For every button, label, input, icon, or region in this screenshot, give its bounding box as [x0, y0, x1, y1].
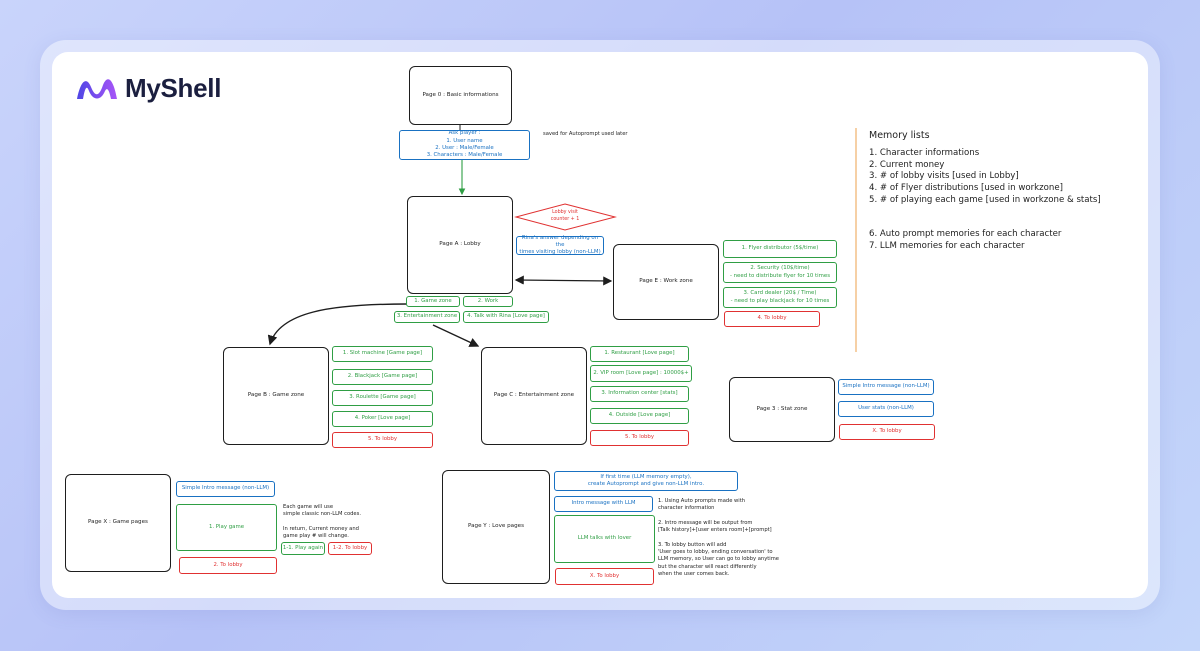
work-to-lobby[interactable]: 4. To lobby [724, 311, 820, 327]
arrow-to-game-zone [267, 303, 408, 346]
lobby-button-work[interactable]: 2. Work [463, 296, 513, 307]
ent-to-lobby[interactable]: 5. To lobby [590, 430, 689, 446]
work-item-card-dealer[interactable]: 3. Card dealer (20$ / Time) - need to pl… [723, 287, 837, 308]
gp-play-game[interactable]: 1. Play game [176, 504, 277, 551]
lobby-button-talk-rina[interactable]: 4. Talk with Rina [Love page] [463, 311, 549, 323]
game-item-poker[interactable]: 4. Poker [Love page] [332, 411, 433, 427]
stat-user-stats: User stats (non-LLM) [838, 401, 934, 417]
brand-name: MyShell [125, 72, 222, 103]
lp-intro-message: Intro message with LLM [554, 496, 653, 512]
ent-item-information-center[interactable]: 3. Information center [stats] [590, 386, 689, 402]
arrow-lobby-work [514, 275, 613, 286]
lp-to-lobby[interactable]: X. To lobby [555, 568, 654, 585]
lobby-button-game-zone[interactable]: 1. Game zone [406, 296, 460, 307]
work-item-flyer[interactable]: 1. Flyer distributor (5$/time) [723, 240, 837, 258]
ent-item-outside[interactable]: 4. Outside [Love page] [590, 408, 689, 424]
game-to-lobby[interactable]: 5. To lobby [332, 432, 433, 448]
page-work-zone: Page E : Work zone [613, 244, 719, 320]
game-item-blackjack[interactable]: 2. Blackjack [Game page] [332, 369, 433, 385]
memory-list: 1. Character informations 2. Current mon… [869, 148, 1101, 253]
brand-logo: MyShell [75, 72, 221, 104]
game-item-roulette[interactable]: 3. Roulette [Game page] [332, 390, 433, 406]
page-love-pages: Page Y : Love pages [442, 470, 550, 584]
page-lobby: Page A : Lobby [407, 196, 513, 294]
page-entertainment-zone: Page C : Entertainment zone [481, 347, 587, 445]
ent-item-restaurant[interactable]: 1. Restaurant [Love page] [590, 346, 689, 362]
lobby-counter-diamond [514, 203, 617, 231]
gp-small-to-lobby[interactable]: 1-2. To lobby [328, 542, 372, 555]
lp-llm-talks[interactable]: LLM talks with lover [554, 515, 655, 563]
myshell-wave-logo-icon [77, 79, 117, 99]
arrow-to-entertainment [432, 324, 480, 347]
lobby-button-entertainment[interactable]: 3. Entertainment zone [394, 311, 460, 323]
page-stat-zone: Page 3 : Stat zone [729, 377, 835, 442]
gp-note: Each game will use simple classic non-LL… [283, 504, 361, 540]
page-game-pages: Page X : Game pages [65, 474, 171, 572]
lp-first-time: If first time (LLM memory empty), create… [554, 471, 738, 491]
memory-item: 7. LLM memories for each character [869, 241, 1025, 252]
ask-player-box: Ask player : 1. User name 2. User : Male… [399, 130, 530, 160]
ent-item-vip-room[interactable]: 2. VIP room [Love page] : 10000$+ [590, 365, 692, 382]
memory-item: 4. # of Flyer distributions [used in wor… [869, 183, 1063, 194]
memory-item: 2. Current money [869, 159, 945, 170]
work-item-security[interactable]: 2. Security (10$/time) - need to distrib… [723, 262, 837, 283]
memory-item: 1. Character informations [869, 148, 980, 158]
lobby-counter-label: Lobby visit counter + 1 [550, 210, 580, 222]
saved-note: saved for Autoprompt used later [543, 131, 628, 137]
memory-item: 6. Auto prompt memories for each charact… [869, 229, 1062, 240]
stat-intro-message: Simple Intro message (non-LLM) [838, 379, 934, 395]
stat-to-lobby[interactable]: X. To lobby [839, 424, 935, 440]
rina-answer-box: Rina's answer depending on the times vis… [516, 235, 604, 255]
memory-title: Memory lists [869, 130, 930, 141]
gp-intro-message: Simple Intro message (non-LLM) [176, 481, 275, 497]
memory-item: 3. # of lobby visits [used in Lobby] [869, 171, 1019, 182]
lp-note: 1. Using Auto prompts made with characte… [658, 498, 779, 577]
gp-to-lobby[interactable]: 2. To lobby [179, 557, 277, 574]
memory-item: 5. # of playing each game [used in workz… [869, 194, 1101, 205]
page-basic-informations: Page 0 : Basic informations [409, 66, 512, 125]
page-game-zone: Page B : Game zone [223, 347, 329, 445]
gp-play-again[interactable]: 1-1. Play again [281, 542, 325, 555]
game-item-slot[interactable]: 1. Slot machine [Game page] [332, 346, 433, 362]
